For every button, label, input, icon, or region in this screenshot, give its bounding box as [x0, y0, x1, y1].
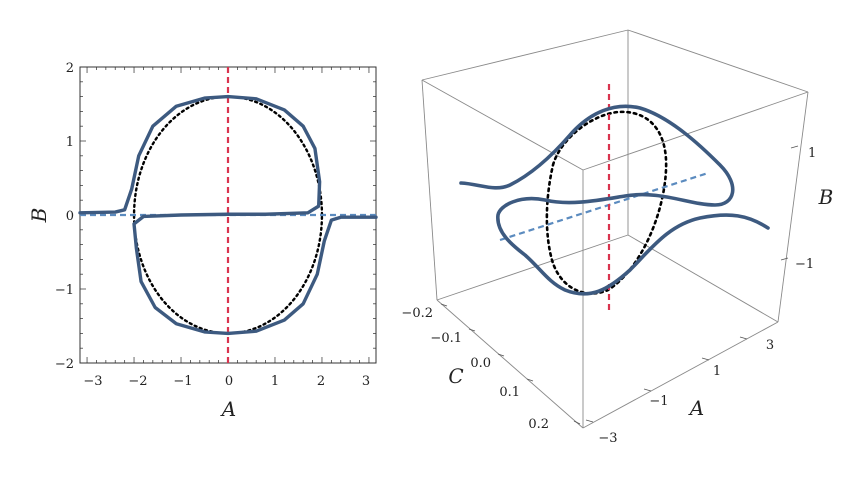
c-tick-mark — [526, 378, 534, 382]
b-tick-mark — [790, 145, 799, 149]
c-tick-mark — [573, 420, 581, 425]
a-tick-label: −3 — [598, 431, 617, 446]
a-tick-mark — [701, 357, 710, 361]
c-axis-label: C — [448, 364, 463, 388]
c-tick-label: −0.2 — [401, 306, 433, 321]
box-edge — [421, 29, 629, 81]
c-tick-mark — [440, 303, 448, 307]
left-x-tick-label: 3 — [362, 374, 370, 389]
a-tick-label: −1 — [649, 394, 668, 409]
a-tick-label: 1 — [713, 364, 721, 379]
box-edge — [627, 234, 779, 323]
a-tick-label: 3 — [766, 338, 774, 353]
left-x-tick-label: −2 — [128, 374, 147, 389]
c-tick-label: −0.1 — [430, 331, 462, 346]
c-tick-label: 0.2 — [528, 417, 549, 432]
left-y-tick-label: 0 — [66, 209, 74, 224]
box-edge — [777, 91, 809, 323]
a-axis-label: A — [688, 396, 704, 420]
box-edge — [582, 321, 779, 429]
box-edge — [421, 79, 438, 301]
right-series-group — [459, 84, 770, 312]
a-tick-mark — [643, 388, 652, 392]
solid-trajectory-curve — [459, 104, 770, 296]
left-panel-2d-plot: −3 −2 −1 0 1 2 3 −2 −1 0 1 2 A B — [27, 61, 378, 421]
box-edge — [436, 234, 629, 301]
left-y-axis-label: B — [27, 208, 51, 224]
box-edge — [436, 299, 584, 429]
b-axis-label: B — [818, 185, 834, 209]
b-tick-label: 1 — [808, 146, 816, 161]
ellipse-dotted-curve — [545, 110, 668, 295]
box-edge — [582, 91, 809, 171]
c-tick-label: 0.1 — [499, 385, 520, 400]
a-tick-mark — [739, 336, 748, 340]
right-panel-3d-plot: −0.2 −0.1 0.0 0.1 0.2 −3 −1 1 3 1 −1 C A… — [401, 29, 834, 446]
left-y-tick-label: 1 — [66, 135, 74, 150]
left-x-tick-label: −3 — [83, 374, 102, 389]
left-series-group — [78, 67, 378, 363]
a-tick-mark — [585, 419, 594, 423]
c-tick-label: 0.0 — [470, 356, 491, 371]
box-edge — [421, 79, 584, 171]
box-tick-marks — [440, 145, 799, 425]
bounding-box — [421, 29, 809, 429]
c-tick-mark — [468, 328, 476, 332]
left-x-tick-label: 0 — [225, 374, 233, 389]
left-x-tick-label: 2 — [317, 374, 325, 389]
b-tick-label: −1 — [795, 257, 814, 272]
c-tick-mark — [497, 353, 505, 357]
left-x-tick-label: 1 — [271, 374, 279, 389]
left-y-tick-label: −2 — [55, 357, 74, 372]
left-x-axis-label: A — [220, 397, 236, 421]
left-y-tick-label: −1 — [55, 283, 74, 298]
left-x-tick-label: −1 — [173, 374, 192, 389]
horizontal-dashed-line — [499, 171, 709, 242]
left-y-tick-label: 2 — [66, 61, 74, 76]
box-edge — [627, 29, 809, 93]
b-tick-mark — [780, 257, 789, 261]
left-solid-curve — [78, 94, 378, 336]
